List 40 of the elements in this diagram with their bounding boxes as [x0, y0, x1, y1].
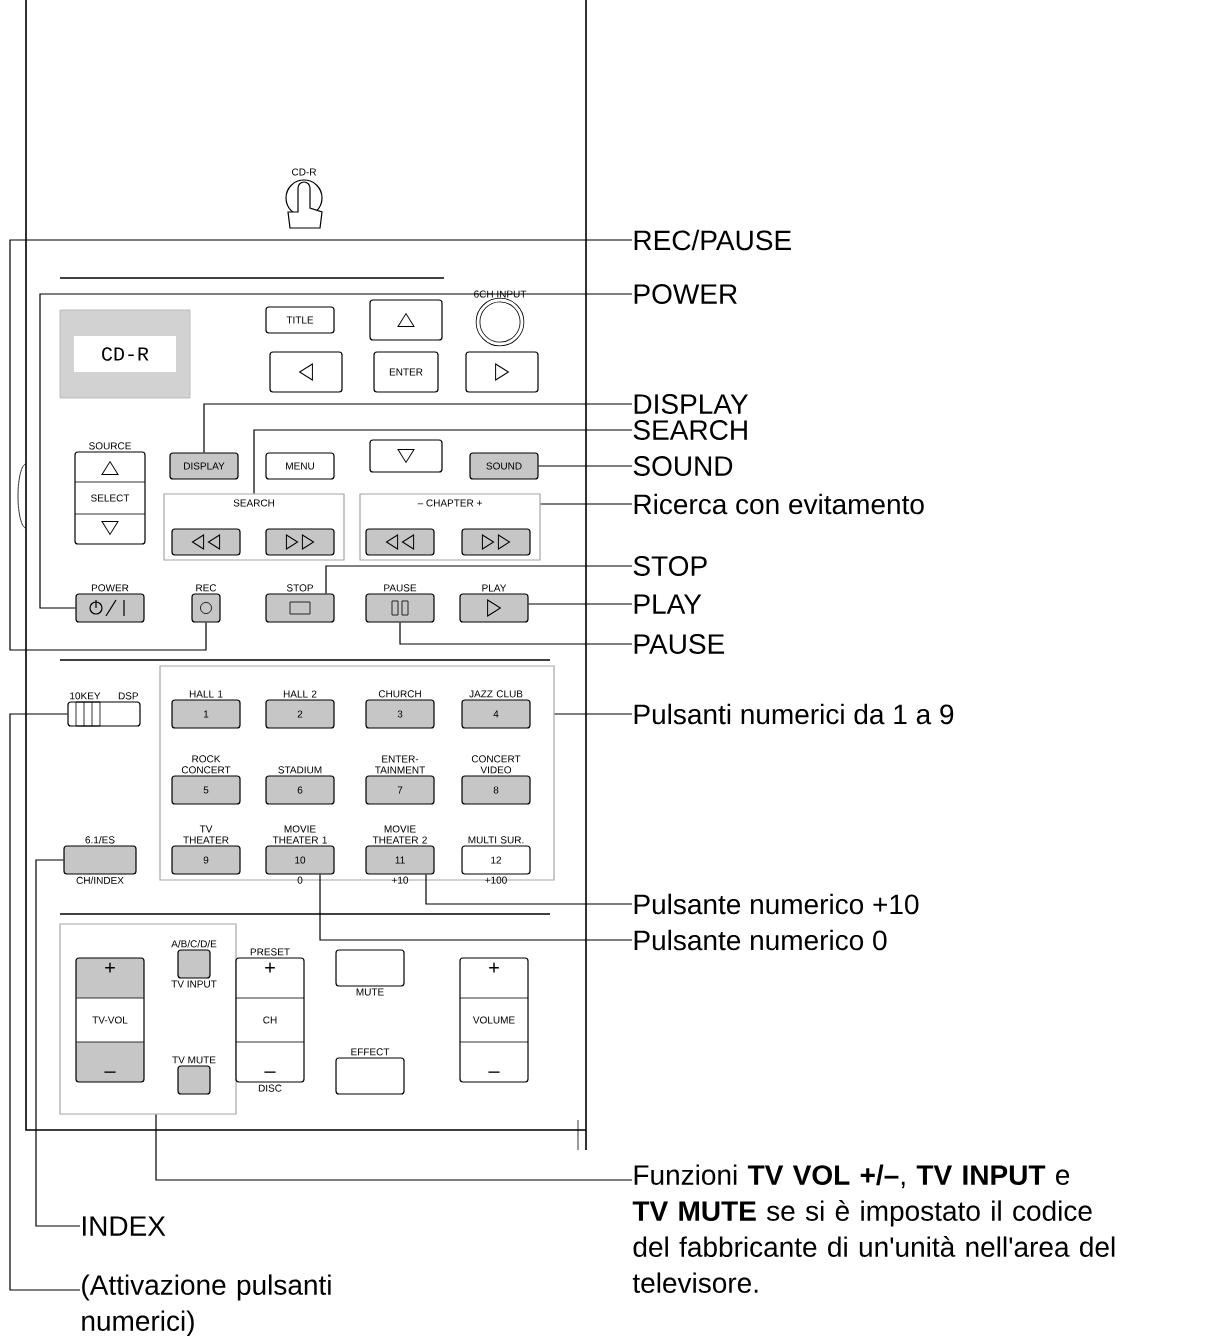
remote-button [465, 351, 539, 393]
leader-line [9, 239, 633, 651]
leader-line [203, 403, 633, 453]
leader-line [39, 293, 633, 609]
callout-text: (Attivazione pulsanti numerici) [82, 1274, 331, 1336]
leader-line [538, 465, 633, 467]
callout-text: REC/PAUSE [634, 229, 791, 251]
callout-text: SEARCH [633, 420, 747, 440]
remote-button [369, 299, 443, 341]
display-window: CD-R [59, 309, 191, 399]
remote-button [171, 528, 241, 556]
leader-line [253, 429, 633, 494]
callout-text: SOUND [633, 456, 733, 476]
callout-text: Ricerca con evitamento [634, 493, 924, 515]
remote-button [265, 528, 335, 556]
remote-button [269, 351, 343, 393]
leader-line [399, 622, 633, 645]
button-group-box [159, 665, 555, 881]
callout-text: POWER [634, 284, 737, 304]
remote-button [365, 528, 435, 556]
callout-text: PAUSE [634, 634, 725, 654]
leader-line [528, 603, 633, 605]
remote-button [461, 528, 531, 556]
leader-line [9, 713, 81, 1291]
callout-text: PLAY [634, 594, 702, 614]
callout-text: Pulsante numerico 0 [634, 929, 887, 951]
callout-text: STOP [633, 556, 707, 576]
leader-line [319, 874, 633, 941]
callout-text: Funzioni TV VOL +/–, TV INPUT e TV MUTE se si è impostato il codice del fabbricante di un'unità nell'area del televisore. [632, 1164, 1115, 1293]
callout-text: Pulsanti numerici da 1 a 9 [634, 703, 954, 725]
leader-line [35, 859, 81, 1227]
callout-text: INDEX [82, 1216, 166, 1236]
leader-line [554, 713, 633, 715]
remote-button [369, 439, 443, 473]
leader-line [325, 565, 633, 594]
callout-text: Pulsante numerico +10 [634, 893, 919, 915]
leader-line [155, 1114, 633, 1181]
leader-line [425, 874, 633, 905]
callout-text: DISPLAY [634, 394, 748, 414]
leader-line [540, 503, 633, 505]
